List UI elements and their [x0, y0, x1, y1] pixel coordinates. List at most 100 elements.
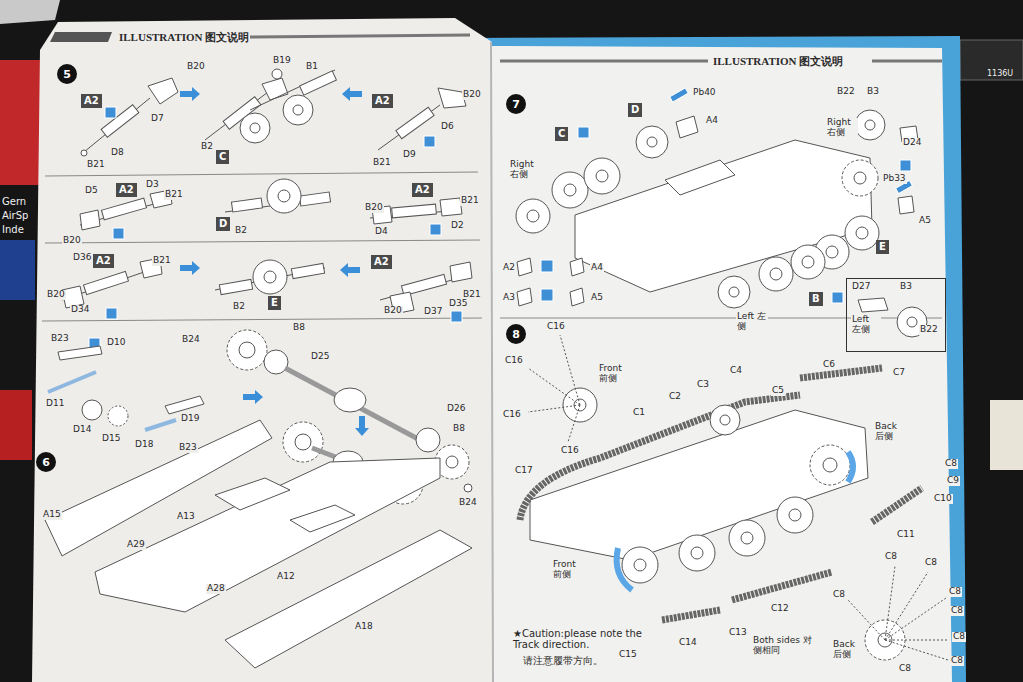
step5-parts	[148, 78, 178, 104]
header-bars	[500, 60, 708, 63]
node-text: Left 左侧	[851, 315, 881, 335]
step8-parts	[634, 559, 646, 571]
part-label: C16	[560, 446, 580, 456]
node-text: 7	[512, 98, 520, 111]
inset-box: D27B3Left 左侧B22	[846, 278, 946, 352]
step6-parts	[215, 478, 290, 510]
step5-parts	[450, 262, 472, 282]
step6-parts	[464, 484, 472, 492]
sprue-letter-box: A2	[93, 254, 114, 268]
part-label: B21	[372, 158, 392, 168]
step-arrows	[340, 263, 360, 277]
step6-parts	[108, 406, 128, 426]
step8-parts	[872, 488, 922, 522]
step7-parts	[854, 172, 866, 184]
step5-parts	[250, 123, 260, 133]
background	[0, 0, 60, 24]
part-label: D24	[902, 138, 922, 148]
part-label: B8	[452, 424, 466, 434]
part-label: A3	[502, 293, 516, 303]
part-label: A2	[502, 263, 516, 273]
part-label: C8	[832, 590, 846, 600]
step7-parts	[647, 137, 657, 147]
step7-parts	[584, 158, 620, 194]
glue-icons	[832, 292, 843, 303]
step7-parts	[564, 184, 576, 196]
sprue-letter-box: C	[216, 150, 229, 164]
step7-parts	[527, 210, 539, 222]
step6-parts	[290, 505, 355, 532]
part-label: A28	[206, 584, 226, 594]
step7-parts	[898, 196, 914, 214]
part-label: B19	[272, 56, 292, 66]
step8-parts	[520, 335, 948, 660]
part-label: B2	[232, 302, 246, 312]
part-label: C8	[950, 656, 964, 666]
part-label: B20	[462, 90, 482, 100]
step7-parts	[858, 298, 888, 312]
sprue-letter-box: A2	[81, 94, 102, 108]
part-label: A4	[590, 263, 604, 273]
part-label: B24	[458, 498, 478, 508]
step6-parts	[82, 400, 102, 420]
node-text: C	[558, 128, 565, 139]
part-label: C3	[696, 380, 710, 390]
part-label: C1	[632, 408, 646, 418]
sprue-letter-box: E	[876, 240, 889, 254]
step8-parts	[520, 395, 800, 520]
part-label: B21	[152, 256, 172, 266]
step8-parts	[568, 405, 580, 442]
glue-icons	[424, 136, 435, 147]
part-label: C7	[892, 368, 906, 378]
step7-parts	[842, 160, 878, 196]
step5-parts	[62, 69, 472, 314]
part-label: B2	[234, 226, 248, 236]
page-header: ILLUSTRATION 图文说明	[712, 55, 844, 67]
step7-parts	[791, 245, 825, 279]
step7-parts	[570, 258, 584, 276]
step5-parts	[264, 271, 276, 283]
part-label: B20	[62, 236, 82, 246]
step7-parts	[826, 246, 838, 258]
sprue-letter-box: D	[216, 217, 230, 231]
step5-parts	[299, 192, 330, 206]
step7-parts	[729, 287, 739, 297]
sprue-letter-box: B	[809, 292, 823, 306]
part-label: C16	[502, 410, 522, 420]
step6-parts	[48, 372, 96, 392]
glue-icons	[900, 160, 911, 171]
node-text: A2	[96, 255, 111, 266]
step-arrows	[180, 87, 200, 101]
step7-parts	[516, 110, 927, 337]
step6-parts	[446, 456, 458, 468]
step5-parts	[293, 105, 303, 115]
step7-parts	[596, 170, 608, 182]
step5-parts	[219, 279, 252, 294]
step7-parts	[845, 216, 879, 250]
step5-parts	[253, 260, 287, 294]
step5-parts	[278, 190, 290, 202]
header-bars	[45, 240, 480, 243]
background-text: Inde	[1, 224, 25, 235]
step5-parts	[240, 113, 270, 143]
step7-parts	[552, 172, 588, 208]
glue-icons	[541, 260, 553, 272]
part-label: B23	[50, 334, 70, 344]
step8-parts	[823, 458, 837, 472]
part-label: Pb33	[882, 174, 907, 184]
glue-icons	[451, 311, 462, 322]
part-label: C11	[896, 530, 916, 540]
part-label: C8	[884, 552, 898, 562]
step7-parts	[856, 227, 868, 239]
step-number: 6	[36, 452, 56, 472]
part-label: Right 右侧	[509, 160, 541, 180]
node-text: A2	[374, 256, 389, 267]
step8-parts	[789, 509, 801, 521]
step8-parts	[741, 532, 753, 544]
part-label: D3	[145, 180, 160, 190]
part-label: B21	[86, 160, 106, 170]
node-text: 5	[63, 68, 71, 81]
node-text: 8	[512, 328, 520, 341]
part-label: D37	[423, 307, 443, 317]
